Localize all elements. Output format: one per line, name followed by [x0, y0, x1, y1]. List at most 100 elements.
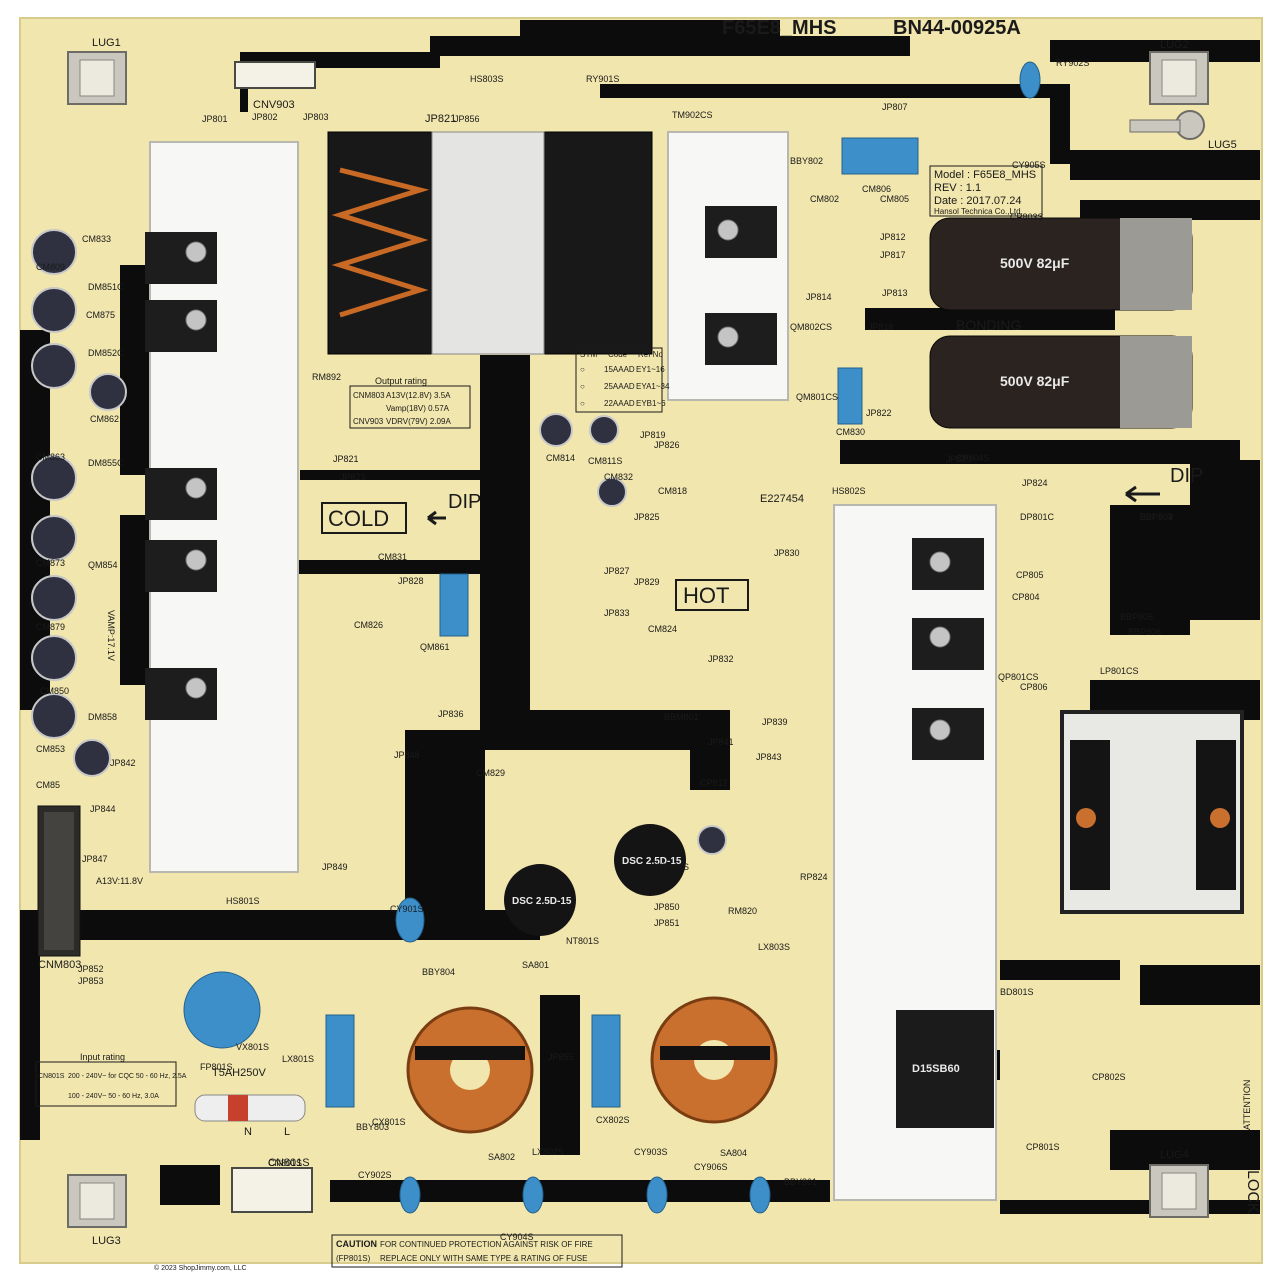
ref-label-jp847: JP847 [82, 854, 108, 864]
model-info-box: Model : F65E8_MHS REV : 1.1 Date : 2017.… [929, 165, 1043, 217]
ref-label-jp830: JP830 [774, 548, 800, 558]
ref-label-jp826: JP826 [654, 440, 680, 450]
ref-label-qm802cs: QM802CS [790, 322, 832, 332]
ref-label-cm863: CM863 [36, 452, 65, 462]
ref-label-cm879: CM879 [36, 622, 65, 632]
ref-label-cm805: CM805 [880, 194, 909, 204]
ref-label-cm850: CM850 [40, 686, 69, 696]
ref-label-dm851c: DM851C [88, 282, 124, 292]
dip-right-text: DIP [1170, 465, 1203, 487]
svg-text:○: ○ [580, 399, 585, 408]
svg-text:DSC 2.5D-15: DSC 2.5D-15 [512, 896, 572, 907]
svg-text:EY1~16: EY1~16 [636, 365, 665, 374]
bulk-capacitor-top: 500V 82μF [929, 217, 1193, 311]
ref-label-qm861: QM861 [420, 642, 450, 652]
ref-label-jp829: JP829 [634, 577, 660, 587]
lock-text: LOCK [1244, 1170, 1261, 1214]
ref-label-cm833: CM833 [82, 234, 111, 244]
ref-label-cy902s: CY902S [358, 1170, 392, 1180]
ref-label-jp818: JP818 [868, 322, 894, 332]
small-electrolytic-caps [31, 229, 727, 855]
ref-label-cm814: CM814 [546, 453, 575, 463]
ref-label-jp853: JP853 [78, 976, 104, 986]
ref-label-cm826: CM826 [354, 620, 383, 630]
ref-label-sa804: SA804 [720, 1148, 747, 1158]
header-part-text: BN44-00925A [893, 17, 1021, 39]
ref-label-cm802: CM802 [810, 194, 839, 204]
svg-text:○: ○ [580, 382, 585, 391]
ref-label-cn801s: CN801S [268, 1158, 302, 1168]
ref-label-jp852: JP852 [78, 964, 104, 974]
ref-label-bby802: BBY802 [790, 156, 823, 166]
vamp-text: VAMP:17.1V [106, 610, 116, 661]
ref-label-hs803s: HS803S [470, 74, 504, 84]
ref-label-bby804: BBY804 [422, 967, 455, 977]
svg-text:LUG4: LUG4 [1160, 1149, 1189, 1161]
ref-label-cp803s: CP803S [1010, 212, 1044, 222]
svg-text:100 - 240V~ 50 - 60 Hz, 3.0A: 100 - 240V~ 50 - 60 Hz, 3.0A [68, 1093, 159, 1100]
lug4-terminal: LUG4 [1149, 1149, 1209, 1218]
ref-label-jp844: JP844 [90, 804, 116, 814]
svg-text:CN801S: CN801S [268, 1157, 310, 1169]
svg-text:200 - 240V~ for CQC 50 - 60 Hz: 200 - 240V~ for CQC 50 - 60 Hz, 2.5A [68, 1073, 187, 1080]
ref-label-dm858: DM858 [88, 712, 117, 722]
ref-label-cm873: CM873 [36, 558, 65, 568]
ref-label-cm818: CM818 [658, 486, 687, 496]
lug3-terminal: LUG3 [67, 1174, 127, 1247]
ref-label-cm853: CM853 [36, 744, 65, 754]
ref-label-cp804: CP804 [1012, 592, 1040, 602]
svg-text:T5AH250V: T5AH250V [212, 1067, 266, 1079]
ref-label-dm852c: DM852C [88, 348, 124, 358]
ref-label-bd801s: BD801S [1000, 987, 1034, 997]
svg-text:CNV903: CNV903 [353, 417, 384, 426]
svg-text:Input rating: Input rating [80, 1052, 125, 1062]
ref-label-nt802s: NT802S [656, 862, 689, 872]
ref-label-vx801s: VX801S [236, 1042, 269, 1052]
svg-text:FOR CONTINUED PROTECTION AGA: FOR CONTINUED PROTECTION AGAINST RISK OF… [380, 1240, 593, 1249]
copyright-text: © 2023 ShopJimmy.com, LLC [154, 1264, 247, 1272]
ref-label-cy901s: CY901S [390, 904, 424, 914]
ref-label-cy903s: CY903S [634, 1147, 668, 1157]
ref-label-jp839: JP839 [762, 717, 788, 727]
fuse-l-text: L [284, 1126, 290, 1138]
power-transistors [145, 206, 984, 760]
ref-label-jp802: JP802 [252, 112, 278, 122]
svg-text:Model : F65E8_MHS: Model : F65E8_MHS [934, 169, 1036, 181]
common-mode-choke-lx801s [406, 1006, 534, 1134]
ref-label-cp805: CP805 [1016, 570, 1044, 580]
ref-label-rp824: RP824 [800, 872, 828, 882]
ref-label-bby801: BBY801 [784, 1177, 817, 1187]
cnm803-connector: CNM803 [37, 805, 81, 971]
svg-text:Output rating: Output rating [375, 376, 427, 386]
ref-label-cm862: CM862 [90, 414, 119, 424]
svg-text:CNV903: CNV903 [253, 99, 295, 111]
ref-label-jp801: JP801 [202, 114, 228, 124]
svg-text:○: ○ [580, 365, 585, 374]
ref-label-jp821: JP821 [333, 454, 359, 464]
ref-label-qm854: QM854 [88, 560, 118, 570]
ref-label-jp832: JP832 [708, 654, 734, 664]
ref-label-cp806: CP806 [1020, 682, 1048, 692]
ref-label-cp801s: CP801S [1026, 1142, 1060, 1152]
ref-label-bbp805: BBP805 [1120, 612, 1153, 622]
ref-label-cx801s: CX801S [372, 1117, 406, 1127]
ref-label-jp820: JP820 [946, 454, 972, 464]
bonding-text: BONDING [956, 317, 1021, 333]
ref-label-dp801c: DP801C [1020, 512, 1055, 522]
hot-text: HOT [683, 583, 729, 608]
ref-label-jp819: JP819 [640, 430, 666, 440]
svg-text:SYM: SYM [580, 350, 598, 359]
dip-left-arrow [427, 510, 446, 526]
ref-label-lx803s: LX803S [758, 942, 790, 952]
ref-label-qp801cs: QP801CS [998, 672, 1039, 682]
ref-label-cy905s: CY905S [1012, 160, 1046, 170]
ref-label-dm855c: DM855C [88, 458, 124, 468]
svg-text:Vamp(18V) 0.57A: Vamp(18V) 0.57A [386, 404, 450, 413]
svg-text:DSC 2.5D-15: DSC 2.5D-15 [622, 856, 682, 867]
ref-label-jp807: JP807 [882, 102, 908, 112]
cold-box [321, 502, 407, 534]
ref-label-bbp806: BBP806 [1128, 627, 1161, 637]
svg-text:CN801S: CN801S [38, 1073, 65, 1080]
svg-text:D15SB60: D15SB60 [912, 1063, 960, 1075]
